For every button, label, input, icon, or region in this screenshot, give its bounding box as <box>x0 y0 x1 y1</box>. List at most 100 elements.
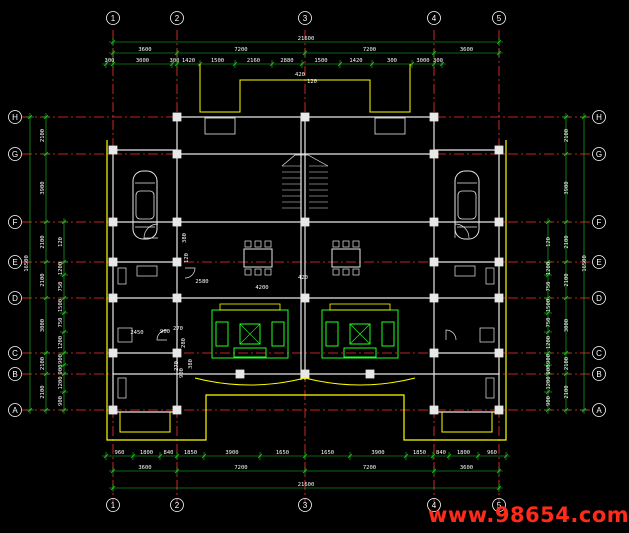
top-detail-dim-label: 1420 <box>349 58 362 64</box>
top-detail-dim-slash <box>269 61 275 67</box>
coffee-table-x <box>349 323 371 345</box>
top-bay-dim-slash <box>431 50 437 56</box>
dining-chair <box>342 240 350 248</box>
bottom-detail-dim-label: 1650 <box>276 450 289 456</box>
axis-bubble <box>298 498 312 512</box>
bottom-detail-dim-label: 1850 <box>184 450 197 456</box>
planter-right <box>441 412 493 433</box>
structural-column <box>494 257 504 267</box>
left-detail-dim-label: 900 <box>58 365 64 375</box>
right-overall-dim-slash <box>581 114 587 120</box>
top-detail-dim-slash <box>169 61 175 67</box>
bottom-detail-dim-slash <box>174 453 180 459</box>
top-detail-dim-slash <box>110 61 116 67</box>
left-detail-dim-label: 900 <box>58 396 64 406</box>
right-detail-dim-slash <box>545 219 551 225</box>
dining-chair <box>332 240 340 248</box>
bottom-bay-dim-slash <box>431 468 437 474</box>
axis-bubble <box>8 255 22 269</box>
toilet-left <box>117 327 133 343</box>
left-overall-dim-slash <box>27 407 33 413</box>
top-detail-dim-label: 300 <box>433 58 443 64</box>
bottom-bay-dim-slash <box>496 468 502 474</box>
structural-column <box>172 257 182 267</box>
axis-label-4: 4 <box>432 501 437 510</box>
bottom-detail-dim-label: 960 <box>115 450 125 456</box>
right-detail-dim-slash <box>545 407 551 413</box>
dining-set-right <box>331 240 361 276</box>
right-detail-dim-label: 1200 <box>546 376 552 389</box>
axis-label-3: 3 <box>303 501 308 510</box>
left-bay-dim-slash <box>43 219 49 225</box>
kitchen-sink-right <box>454 265 476 277</box>
axis-label-G: G <box>12 150 18 159</box>
right-bay-dim-label: 3900 <box>564 181 570 194</box>
top-bay-dim-slash <box>110 50 116 56</box>
top-bay-dim-slash <box>302 50 308 56</box>
left-bay-dim-slash <box>43 295 49 301</box>
left-detail-dim-label: 120 <box>58 237 64 247</box>
bottom-detail-dim-slash <box>347 453 353 459</box>
dining-chair <box>244 268 252 276</box>
right-bay-dim-label: 2100 <box>564 235 570 248</box>
axis-bubble <box>8 215 22 229</box>
dining-table <box>331 248 361 268</box>
interior-dim-label: 120 <box>184 253 190 263</box>
left-detail-dim-label: 750 <box>58 318 64 328</box>
axis-bubble <box>106 498 120 512</box>
dining-set-left <box>243 240 273 276</box>
car-body <box>454 170 480 240</box>
bottom-detail-dim-label: 3900 <box>371 450 384 456</box>
entry-box-right <box>374 117 406 135</box>
sofa-main <box>233 347 267 358</box>
tv-cabinet <box>219 303 281 311</box>
bottom-detail-dim-slash <box>475 453 481 459</box>
bottom-bay-dim-label: 7200 <box>234 465 247 471</box>
left-bay-dim-label: 3900 <box>40 181 46 194</box>
top-detail-dim-slash <box>174 61 180 67</box>
right-detail-dim-label: 750 <box>546 318 552 328</box>
axis-bubble <box>170 498 184 512</box>
dining-chair <box>254 268 262 276</box>
top-detail-dim-label: 1500 <box>211 58 224 64</box>
bottom-detail-dim-slash <box>130 453 136 459</box>
left-detail-dim-slash <box>61 371 67 377</box>
axis-label-B: B <box>12 370 17 379</box>
axis-label-3: 3 <box>303 14 308 23</box>
door-swing-bath-right <box>445 329 457 341</box>
top-bay-dim-label: 7200 <box>234 47 247 53</box>
structural-column <box>235 369 245 379</box>
structural-column <box>429 293 439 303</box>
bottom-detail-dim-slash <box>103 453 109 459</box>
right-bay-dim-slash <box>563 371 569 377</box>
stair-landing <box>281 154 329 167</box>
dining-chair <box>264 268 272 276</box>
structural-column <box>429 149 439 159</box>
axis-bubble <box>8 291 22 305</box>
structural-column <box>172 112 182 122</box>
left-detail-dim-label: 1200 <box>58 376 64 389</box>
axis-label-E: E <box>12 258 17 267</box>
axis-label-C: C <box>12 349 18 358</box>
bath-right <box>485 377 495 399</box>
dining-chair <box>352 268 360 276</box>
axis-bubble <box>492 498 506 512</box>
right-detail-dim-label: 1500 <box>546 299 552 312</box>
axis-bubble <box>298 11 312 25</box>
left-bay-dim-slash <box>43 350 49 356</box>
right-bay-dim-label: 3000 <box>564 319 570 332</box>
top-bay-dim-label: 3600 <box>138 47 151 53</box>
top-bay-dim-label: 7200 <box>363 47 376 53</box>
sofa-side <box>325 321 339 347</box>
right-detail-dim-slash <box>545 272 551 278</box>
bottom-overall-dim-slash <box>496 485 502 491</box>
top-detail-dim-slash <box>232 61 238 67</box>
top-detail-dim-label: 300 <box>387 58 397 64</box>
axis-label-H: H <box>596 113 602 122</box>
axis-label-H: H <box>12 113 18 122</box>
left-detail-dim-slash <box>61 407 67 413</box>
axis-label-F: F <box>13 218 18 227</box>
dining-chair <box>264 240 272 248</box>
counter-left <box>117 267 127 285</box>
